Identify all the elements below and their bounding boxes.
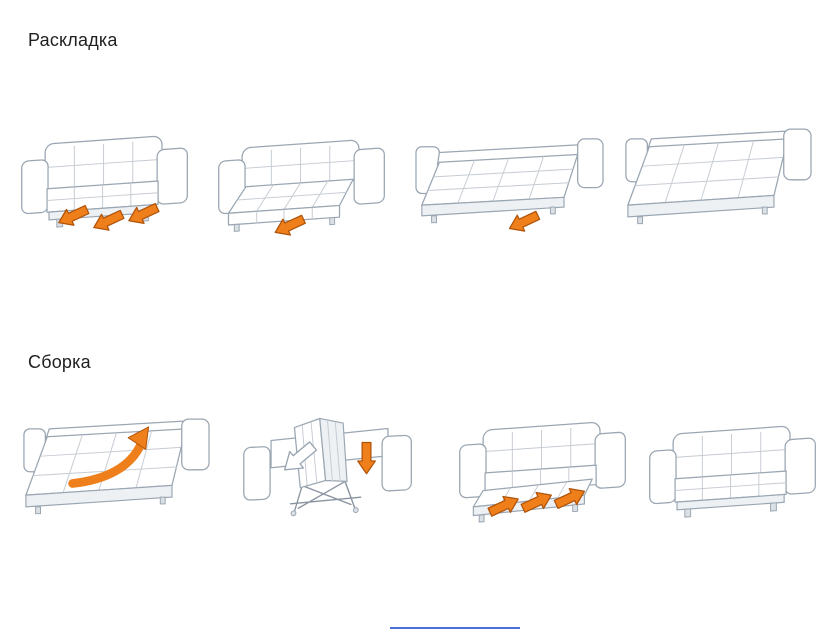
sofa-body — [243, 417, 412, 517]
bed-flat-drawing — [625, 128, 812, 225]
sofa-body — [649, 425, 816, 518]
sofa-body — [625, 128, 812, 225]
sofa-closed-drawing — [649, 425, 816, 518]
unfold-step-3-illustration — [412, 98, 607, 248]
unfold-step-1-illustration — [8, 98, 203, 248]
press-down-arrow-icon — [357, 441, 376, 475]
push-arrow-icon — [553, 488, 586, 510]
fold-direction-arrow-icon — [284, 441, 318, 471]
fold-step-2-illustration — [232, 388, 427, 538]
pull-arrow-icon — [93, 209, 125, 231]
unfold-step-4-illustration — [620, 98, 815, 248]
sofa-extended-drawing — [218, 139, 385, 236]
pull-arrow-icon — [274, 214, 306, 236]
sofa-body — [415, 138, 604, 224]
lift-arrow-icon — [68, 440, 146, 488]
sofa-body — [218, 139, 385, 232]
fold-step-1-illustration — [18, 388, 213, 538]
push-arrow-icon — [487, 495, 519, 517]
sofa-closed-drawing — [21, 135, 188, 231]
sofa-flattening-drawing — [415, 138, 604, 232]
pull-arrow-icon — [508, 210, 541, 232]
pull-arrow-icon — [58, 204, 90, 226]
lift-arrow-head-icon — [127, 426, 150, 450]
bed-flat-lift-drawing — [23, 418, 210, 515]
fold-step-3-illustration — [446, 388, 641, 538]
sofa-body — [459, 422, 626, 523]
sofa-push-in-drawing — [459, 422, 626, 523]
fold-section-title: Сборка — [28, 352, 91, 372]
fold-step-4-illustration — [636, 388, 831, 538]
sofa-body — [21, 135, 188, 228]
folded-mechanism-drawing — [243, 417, 412, 517]
pull-arrow-icon — [128, 202, 160, 224]
push-arrow-icon — [520, 491, 552, 513]
unfold-section-title: Раскладка — [28, 30, 118, 50]
unfold-step-2-illustration — [205, 98, 400, 248]
bottom-edge-mark — [390, 627, 520, 629]
